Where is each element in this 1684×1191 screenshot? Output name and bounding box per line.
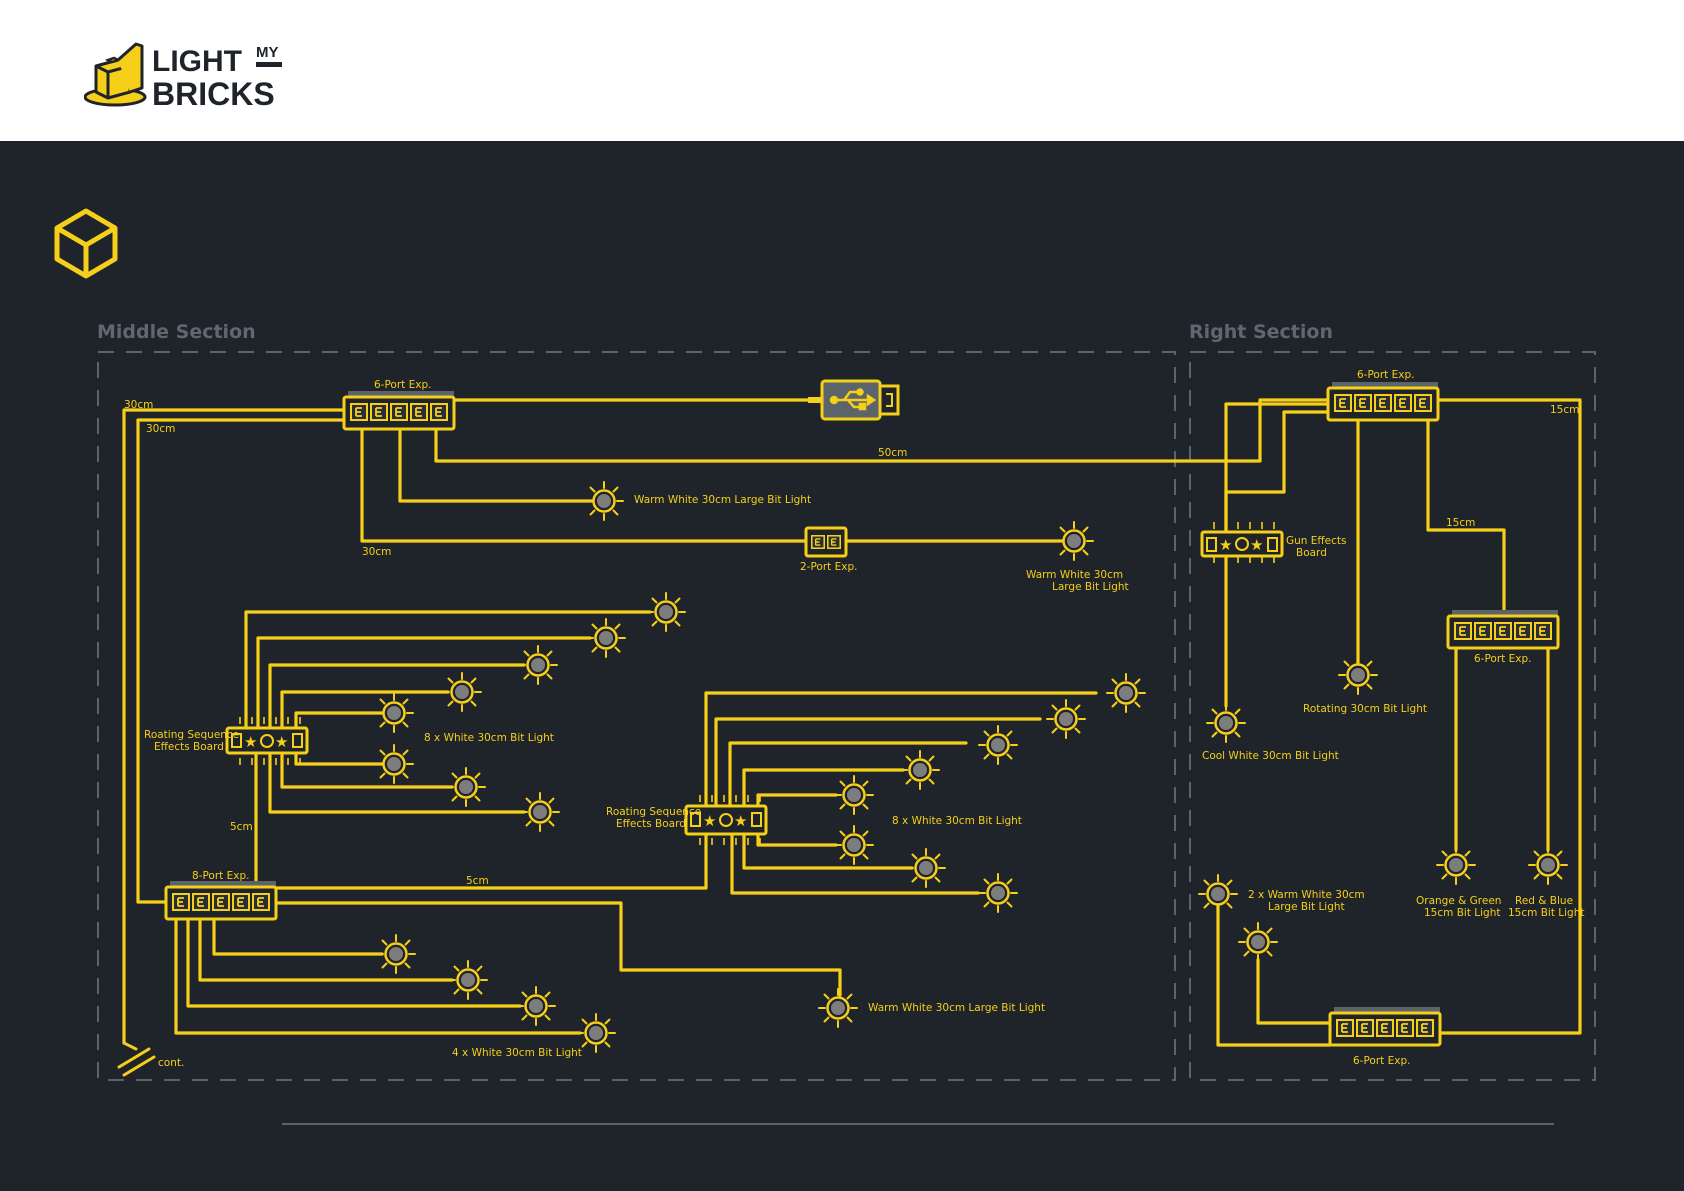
middle-section-frame: [97, 351, 1176, 1081]
rotating-sequence-board-left: ★ ★: [225, 717, 309, 765]
label-15cm-b: 15cm: [1446, 517, 1475, 529]
bulb-bottom-2: [447, 959, 489, 1001]
bulb-left-7: [445, 766, 487, 808]
label-warm-white-2: Large Bit Light: [1052, 581, 1129, 593]
label-15cm-a: 15cm: [1550, 404, 1579, 416]
bulb-bottom-4: [575, 1012, 617, 1054]
bulb-warm2-1: [1197, 873, 1239, 915]
label-warm-white-1: Warm White 30cm: [1026, 569, 1123, 581]
label-warm-white-large-1: Warm White 30cm Large Bit Light: [634, 494, 811, 506]
bulb-left-2: [585, 617, 627, 659]
label-port6-right-bottom: 6-Port Exp.: [1353, 1055, 1410, 1067]
label-30cm-c: 30cm: [362, 546, 391, 558]
label-white4: 4 x White 30cm Bit Light: [452, 1047, 582, 1059]
bulb-red-blue: [1527, 844, 1569, 886]
label-rotating-light: Rotating 30cm Bit Light: [1303, 703, 1427, 715]
continue-mark: [117, 1041, 156, 1077]
wiring-diagram: Middle Section Right Section: [54, 208, 1596, 1125]
label-white8-2: 8 x White 30cm Bit Light: [892, 815, 1022, 827]
middle-section-title: Middle Section: [97, 321, 256, 343]
wires-middle: [122, 398, 1330, 1045]
right-section-title: Right Section: [1189, 321, 1333, 343]
label-30cm-b: 30cm: [146, 423, 175, 435]
six-port-expander-right-top: [1326, 382, 1440, 422]
bulb-left-8: [519, 791, 561, 833]
bulb-mid-6: [833, 824, 875, 866]
svg-text:★: ★: [734, 812, 747, 830]
label-warm-white-large-2: Warm White 30cm Large Bit Light: [868, 1002, 1045, 1014]
svg-text:★: ★: [1250, 536, 1263, 554]
gun-effects-board: ★ ★: [1200, 522, 1284, 563]
bulb-mid-5: [833, 774, 875, 816]
label-warm2-b: Large Bit Light: [1268, 901, 1345, 913]
bulb-bottom-3: [515, 985, 557, 1027]
bulb-left-6: [373, 743, 415, 785]
six-port-expander-right-bottom: [1328, 1007, 1442, 1047]
bulb-left-5: [373, 692, 415, 734]
label-port8: 8-Port Exp.: [192, 870, 249, 882]
lightmybricks-logo: LIGHT MY BRICKS: [84, 42, 282, 112]
svg-text:★: ★: [703, 812, 716, 830]
bulb-warm-white-large-1: [583, 480, 625, 522]
label-orange-b: 15cm Bit Light: [1424, 907, 1500, 919]
bulb-left-1: [645, 591, 687, 633]
bulb-warm-white-right: [1053, 520, 1095, 562]
usb-icon: [808, 379, 900, 421]
wires-right: [1216, 398, 1582, 1047]
logo-word-bricks: BRICKS: [152, 76, 275, 112]
label-cool-white: Cool White 30cm Bit Light: [1202, 750, 1339, 762]
bulb-warm2-2: [1237, 921, 1279, 963]
logo-word-light: LIGHT: [152, 45, 242, 78]
label-orange-a: Orange & Green: [1416, 895, 1501, 907]
label-rotating-2a: Roating Sequence: [606, 806, 701, 818]
bulb-warm-white-large-2: [817, 987, 859, 1029]
rotating-sequence-board-right: ★ ★: [684, 795, 768, 845]
label-gun-a: Gun Effects: [1286, 535, 1346, 547]
label-cont: cont.: [158, 1057, 184, 1069]
label-5cm-b: 5cm: [466, 875, 489, 887]
label-rotating-2b: Effects Board: [616, 818, 686, 830]
bulb-orange-green: [1435, 844, 1477, 886]
label-white8-1: 8 x White 30cm Bit Light: [424, 732, 554, 744]
bulb-left-3: [517, 644, 559, 686]
label-gun-b: Board: [1296, 547, 1327, 559]
six-port-expander-top: [342, 391, 456, 431]
label-50cm: 50cm: [878, 447, 907, 459]
two-port-expander: [804, 526, 848, 558]
header: LIGHT MY BRICKS: [0, 0, 1684, 141]
bulb-left-4: [441, 671, 483, 713]
label-redblue-b: 15cm Bit Light: [1508, 907, 1584, 919]
label-rotating-1a: Roating Sequence: [144, 729, 239, 741]
six-port-expander-right-mid: [1446, 610, 1560, 650]
bulb-mid-2: [1045, 698, 1087, 740]
svg-text:★: ★: [244, 733, 257, 751]
label-port6-top: 6-Port Exp.: [374, 379, 431, 391]
label-warm2-a: 2 x Warm White 30cm: [1248, 889, 1365, 901]
label-redblue-a: Red & Blue: [1515, 895, 1573, 907]
svg-text:★: ★: [1219, 536, 1232, 554]
cube-icon: [54, 208, 118, 279]
label-port2: 2-Port Exp.: [800, 561, 857, 573]
right-section-frame: [1189, 351, 1596, 1081]
bulb-cool-white: [1205, 702, 1247, 744]
bulb-bottom-1: [375, 933, 417, 975]
label-5cm-a: 5cm: [230, 821, 253, 833]
logo-word-my: MY: [256, 44, 279, 61]
bulb-mid-1: [1105, 672, 1147, 714]
bulb-mid-7: [905, 847, 947, 889]
bulb-mid-8: [977, 872, 1019, 914]
label-port6-right-top: 6-Port Exp.: [1357, 369, 1414, 381]
svg-text:★: ★: [275, 733, 288, 751]
label-port6-right-mid: 6-Port Exp.: [1474, 653, 1531, 665]
bulb-rotating: [1337, 654, 1379, 696]
eight-port-expander: [164, 881, 278, 921]
label-rotating-1b: Effects Board: [154, 741, 224, 753]
bulb-mid-4: [899, 749, 941, 791]
labels: 6-Port Exp. 30cm 30cm 30cm 50cm Warm Whi…: [124, 369, 1584, 1069]
label-30cm-a: 30cm: [124, 399, 153, 411]
bulbs: [373, 480, 1569, 1054]
bulb-mid-3: [977, 724, 1019, 766]
